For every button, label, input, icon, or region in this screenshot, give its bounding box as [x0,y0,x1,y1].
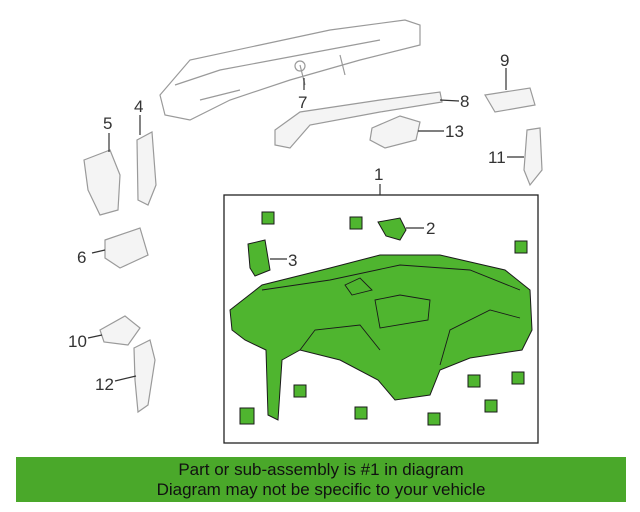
part-3-cover[interactable] [247,239,271,277]
callout-7[interactable]: 7 [298,93,307,112]
callout-13[interactable]: 13 [445,122,464,141]
callout-11[interactable]: 11 [488,148,506,167]
callout-5[interactable]: 5 [103,114,112,133]
cross-car-beam [159,19,421,121]
bracket-5 [83,149,121,216]
callout-6[interactable]: 6 [77,248,86,267]
banner-line-2: Diagram may not be specific to your vehi… [156,480,486,499]
banner-line-1: Part or sub-assembly is #1 in diagram [178,460,464,479]
leader-lines [87,68,524,382]
callout-12[interactable]: 12 [95,375,114,394]
bracket-6 [104,227,149,269]
callout-4[interactable]: 4 [134,97,143,116]
panel-12 [133,339,156,414]
clips [239,211,528,426]
callout-1[interactable]: 1 [374,165,383,184]
assembly-box [223,194,539,444]
callout-2[interactable]: 2 [426,219,435,238]
defroster-nozzle [274,91,443,149]
panel-9 [484,87,536,113]
instrument-panel-assembly[interactable] [229,254,533,421]
callout-10[interactable]: 10 [68,332,87,351]
callout-9[interactable]: 9 [500,51,509,70]
panel-10 [99,315,141,346]
bracket-11 [523,127,543,187]
callout-8[interactable]: 8 [460,92,469,111]
glove-box-cover [369,115,421,149]
callout-3[interactable]: 3 [288,251,297,270]
part-2-bracket[interactable] [377,217,407,241]
bracket-4 [136,131,157,206]
info-banner: Part or sub-assembly is #1 in diagram Di… [16,457,626,502]
